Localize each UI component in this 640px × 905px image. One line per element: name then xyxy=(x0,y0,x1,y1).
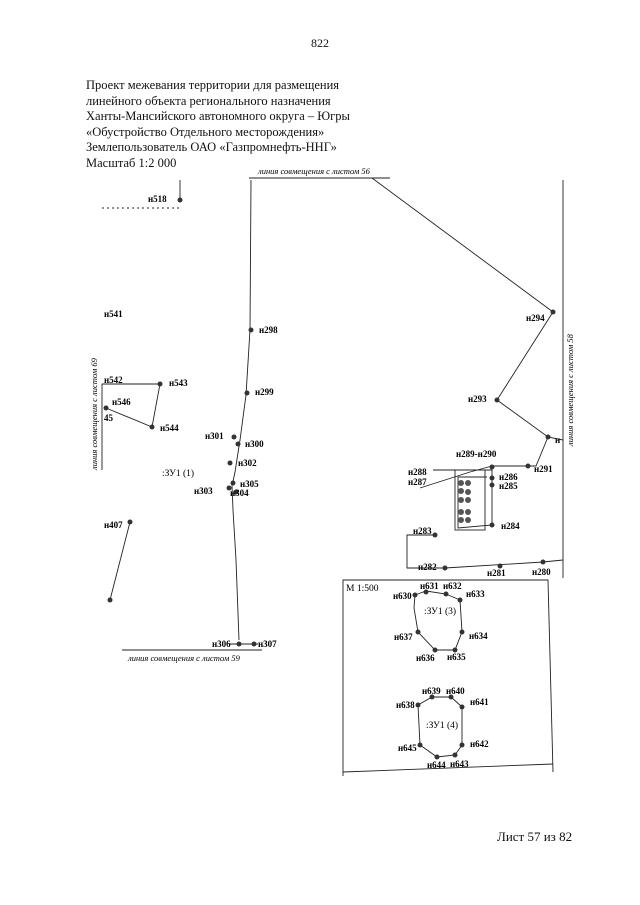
point-label: н518 xyxy=(148,194,167,204)
point-label: н xyxy=(555,435,560,445)
point-label: н303 xyxy=(194,486,213,496)
point-label: н304 xyxy=(230,488,249,498)
point-label: н305 xyxy=(240,479,259,489)
point-label: н293 xyxy=(468,394,487,404)
point-label: н280 xyxy=(532,567,551,577)
boundary-line xyxy=(371,177,554,313)
point-label: н644 xyxy=(427,760,446,770)
page-number: 822 xyxy=(311,36,329,50)
match-caption-top: линия совмещения с листом 56 xyxy=(257,166,371,176)
point-label: н285 xyxy=(499,481,518,491)
boundary-line xyxy=(454,469,486,531)
document-title: Проект межевания территории для размещен… xyxy=(86,78,416,171)
title-line: линейного объекта регионального назначен… xyxy=(86,93,331,108)
point-label: н636 xyxy=(416,653,435,663)
sheet-label: Лист 57 из 82 xyxy=(497,829,573,844)
title-line: Ханты-Мансийского автономного округа – Ю… xyxy=(86,109,350,123)
point-label: н286 xyxy=(499,472,518,482)
match-caption-bottom: линия совмещения с листом 59 xyxy=(127,653,241,663)
parcel-label: :ЗУ1 (1) xyxy=(162,468,194,479)
point-label: н546 xyxy=(112,397,131,407)
point-label: н637 xyxy=(394,632,413,642)
point-label: н289-н290 xyxy=(456,449,497,459)
match-caption-left: линия совмещения с листом 69 xyxy=(89,357,99,471)
point-label: н302 xyxy=(238,458,257,468)
point-label: н640 xyxy=(446,686,465,696)
point-label: н541 xyxy=(104,309,123,319)
point-label: н633 xyxy=(466,589,485,599)
boundary-line xyxy=(406,534,564,569)
point-markers xyxy=(103,197,556,760)
inset-frame xyxy=(342,579,554,776)
point-label: н544 xyxy=(160,423,179,433)
boundary-line xyxy=(109,521,131,601)
point-label: н284 xyxy=(501,521,520,531)
point-label: н281 xyxy=(487,568,506,578)
point-label: н642 xyxy=(470,739,489,749)
point-label: н543 xyxy=(169,378,188,388)
point-label: 45 xyxy=(104,413,114,423)
boundary-line xyxy=(492,436,549,467)
point-label: н407 xyxy=(104,520,123,530)
point-label: н307 xyxy=(258,639,277,649)
point-label: н306 xyxy=(212,639,231,649)
point-label: н282 xyxy=(418,562,437,572)
point-label: н638 xyxy=(396,700,415,710)
point-label: н299 xyxy=(255,387,274,397)
boundary-line xyxy=(469,465,493,473)
point-label: н632 xyxy=(443,581,462,591)
point-label: н635 xyxy=(447,652,466,662)
title-line: Масштаб 1:2 000 xyxy=(86,155,177,170)
point-label: н298 xyxy=(259,325,278,335)
boundary-line xyxy=(496,311,564,441)
title-line: Землепользователь ОАО «Газпромнефть-ННГ» xyxy=(86,140,337,154)
point-label: н287 xyxy=(408,477,427,487)
boundary-line xyxy=(102,383,161,428)
route-line xyxy=(231,179,252,641)
point-label: н301 xyxy=(205,431,224,441)
point-label: н294 xyxy=(526,313,545,323)
match-caption-right: линия совмещения с листом 58 xyxy=(565,333,575,447)
parcel-label: :ЗУ1 (4) xyxy=(426,720,458,731)
point-label: н645 xyxy=(398,743,417,753)
point-label: н291 xyxy=(534,464,553,474)
point-label: н641 xyxy=(470,697,489,707)
hatched-area xyxy=(458,480,471,523)
title-line: «Обустройство Отдельного месторождения» xyxy=(86,124,325,139)
point-label: н634 xyxy=(469,631,488,641)
point-label: н283 xyxy=(413,526,432,536)
point-label: н300 xyxy=(245,439,264,449)
point-label: н630 xyxy=(393,591,412,601)
boundary-line xyxy=(419,471,471,489)
point-label: н288 xyxy=(408,467,427,477)
point-label: н631 xyxy=(420,581,439,591)
point-label: н542 xyxy=(104,375,123,385)
title-line: Проект межевания территории для размещен… xyxy=(86,78,340,92)
point-label: н639 xyxy=(422,686,441,696)
parcel-label: :ЗУ1 (3) xyxy=(424,606,456,617)
point-label: н643 xyxy=(450,759,469,769)
inset-scale: М 1:500 xyxy=(346,584,379,594)
inset-frame xyxy=(342,763,554,773)
parcel-polygon-zu1-3 xyxy=(413,590,463,651)
